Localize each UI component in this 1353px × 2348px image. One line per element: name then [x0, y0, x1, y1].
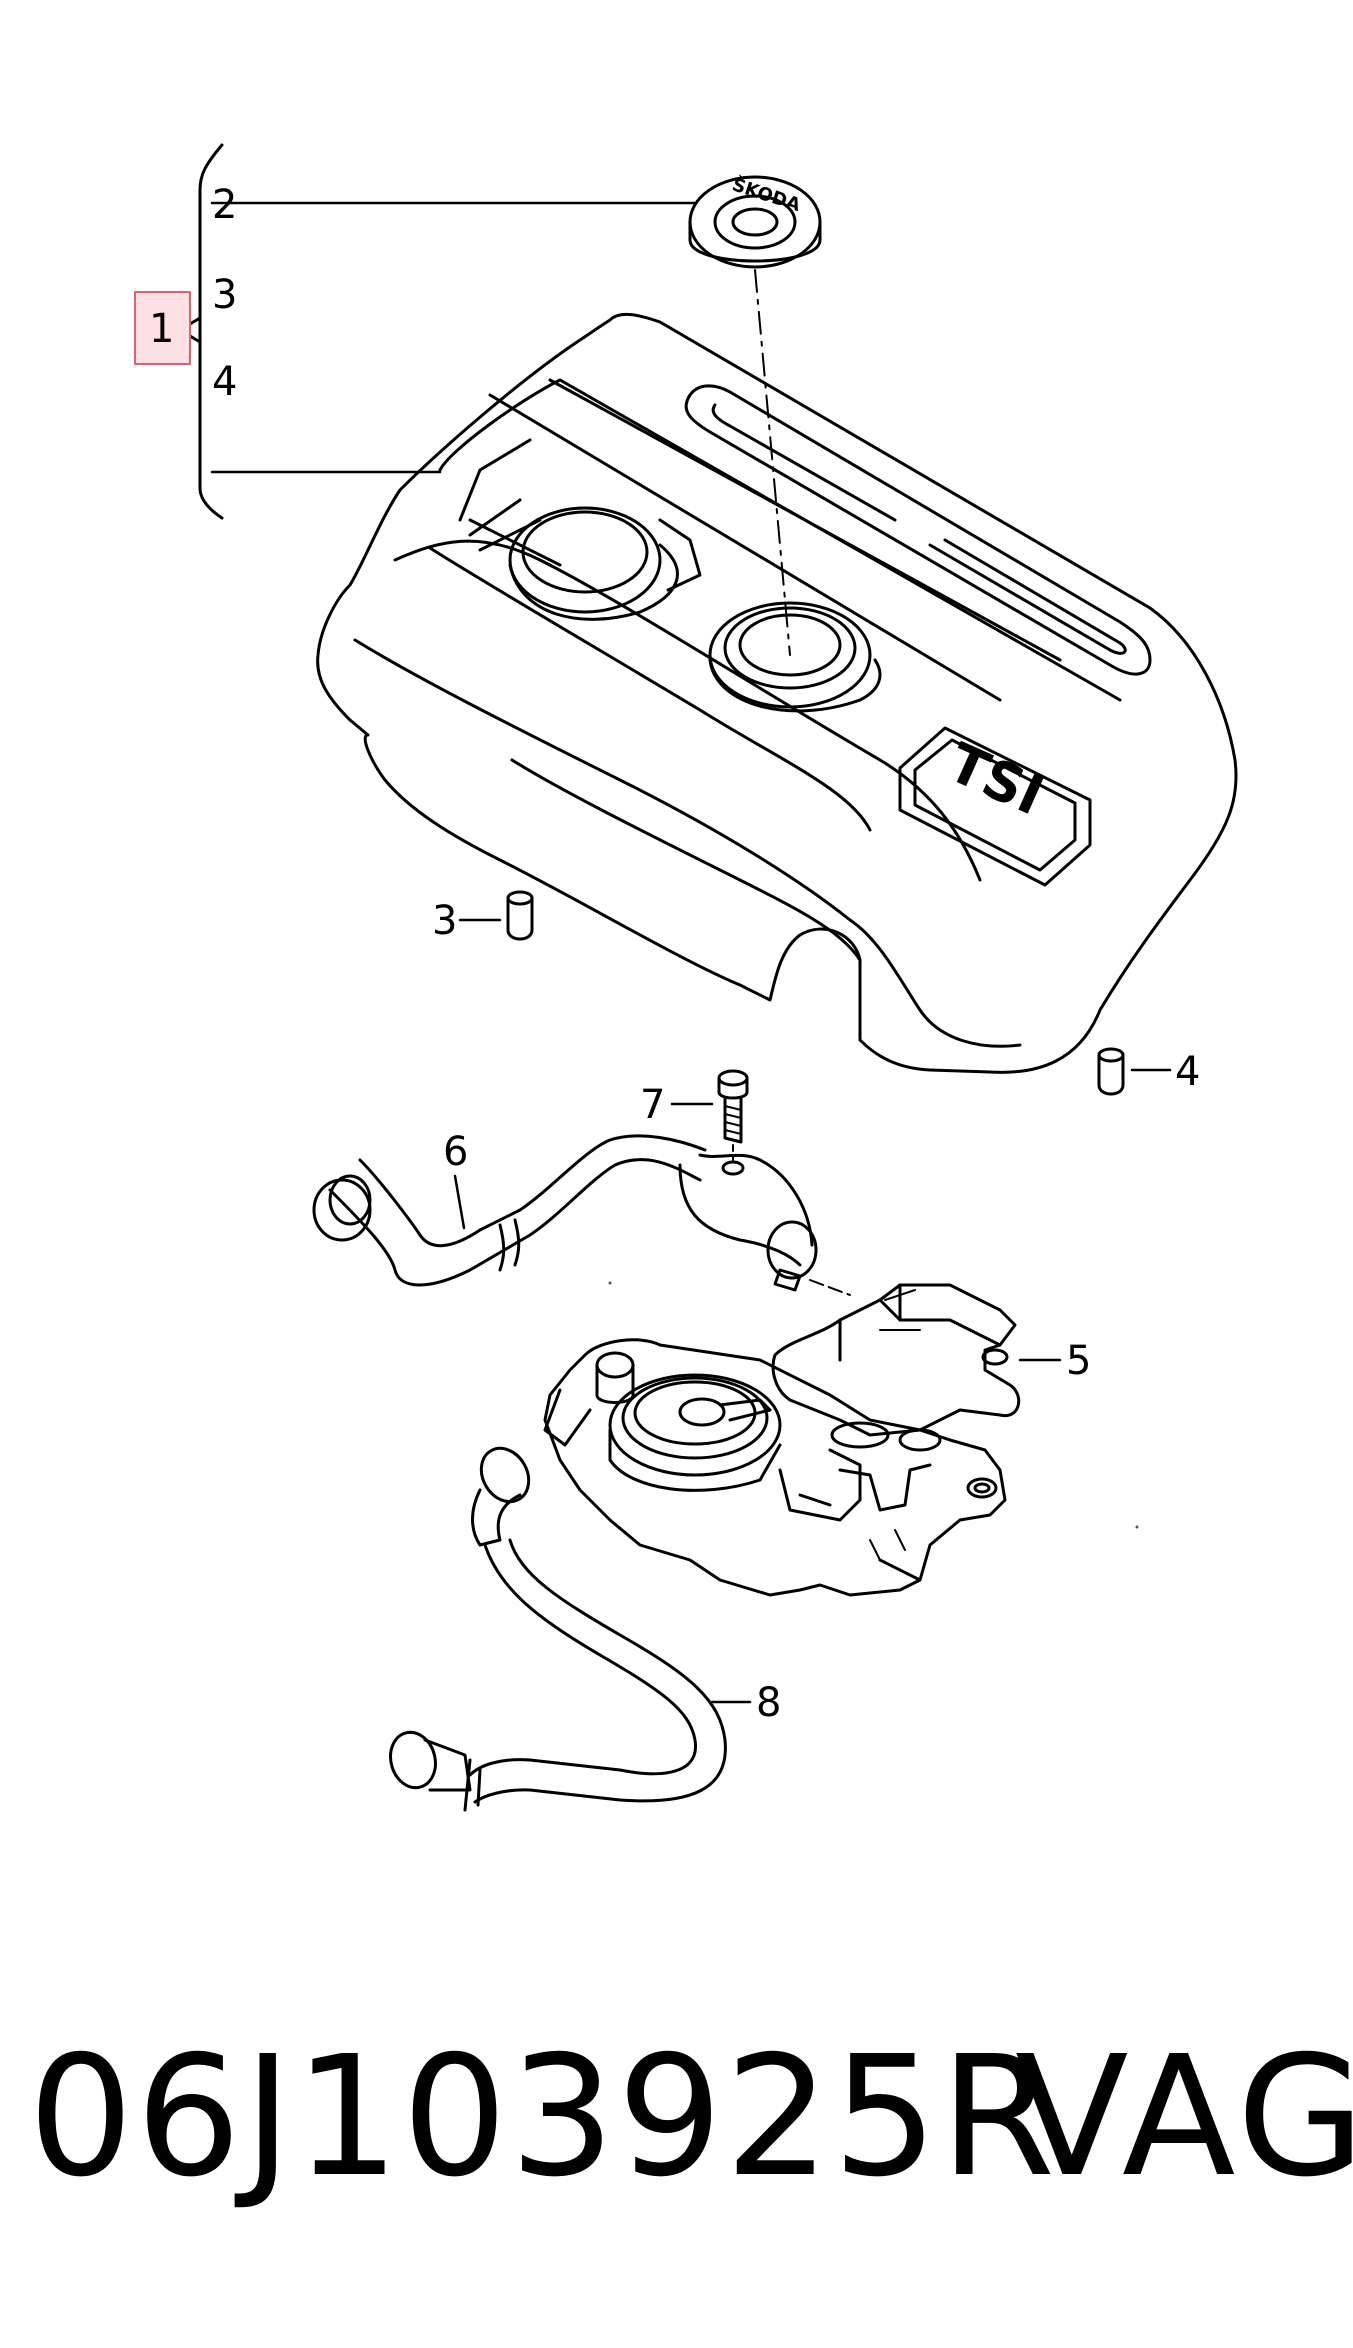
- scan-dot: [608, 1281, 612, 1285]
- rubber-mount-right: [1097, 1047, 1172, 1096]
- callout-8[interactable]: 8: [756, 1680, 781, 1726]
- badge-text: TSI: [939, 731, 1052, 828]
- breather-hose-lower: [389, 1446, 752, 1812]
- breather-hose-upper: [312, 1134, 851, 1296]
- rubber-mount-left: [458, 890, 534, 941]
- callout-4[interactable]: 4: [212, 359, 237, 405]
- callout-4-mount[interactable]: 4: [1175, 1049, 1200, 1095]
- callout-3-mount[interactable]: 3: [432, 898, 457, 944]
- brand-name: VAG: [1015, 2021, 1353, 2214]
- part-number: 06J103925R: [28, 2021, 1058, 2214]
- bolt: [670, 1069, 749, 1161]
- callout-5[interactable]: 5: [1066, 1338, 1091, 1384]
- callout-7[interactable]: 7: [640, 1082, 665, 1128]
- assembly-bracket: [178, 143, 697, 520]
- callout-2[interactable]: 2: [212, 182, 237, 228]
- oil-separator: [543, 1283, 1062, 1597]
- emblem-axis-line: [754, 269, 791, 656]
- highlight-box[interactable]: [134, 291, 191, 365]
- callout-3[interactable]: 3: [212, 272, 237, 318]
- emblem-cap: ŠKODA: [688, 173, 822, 269]
- callout-6[interactable]: 6: [443, 1129, 468, 1175]
- scan-dot: [1135, 1525, 1139, 1529]
- callout-1[interactable]: 1: [149, 306, 174, 352]
- engine-cover: TSI: [316, 312, 1238, 1074]
